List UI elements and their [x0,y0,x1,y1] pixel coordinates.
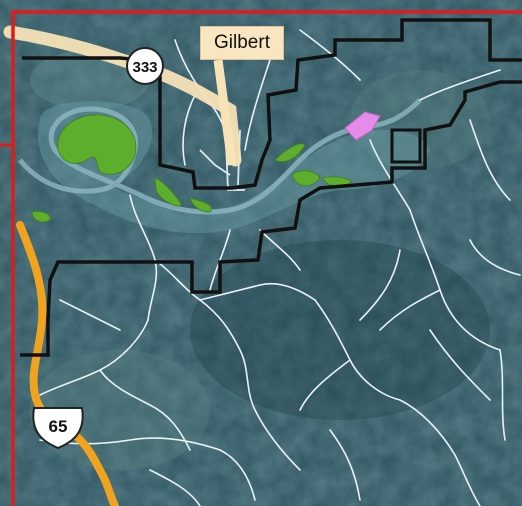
pink-area [344,111,381,141]
green-area-north [274,143,306,162]
study-area-boundary [11,10,522,506]
us-route-number: 65 [49,417,68,436]
river [18,98,422,215]
green-area-south [154,177,183,207]
streams [39,29,521,506]
green-area-south-2 [189,197,212,213]
town-label-callout: Gilbert [200,26,284,60]
green-area-east [291,170,321,187]
green-area-oxbow [57,114,137,175]
state-route-shield: 333 [126,47,164,85]
town-label: Gilbert [214,32,270,53]
gilbert-callout-leader [213,59,237,166]
management-area-inholding [390,128,422,164]
management-area-boundary [20,18,522,357]
green-area-west [31,211,51,223]
green-area-east-2 [321,176,353,187]
state-route-number: 333 [132,59,157,76]
us-route-shield: 65 [32,407,84,450]
green-areas [31,114,353,223]
